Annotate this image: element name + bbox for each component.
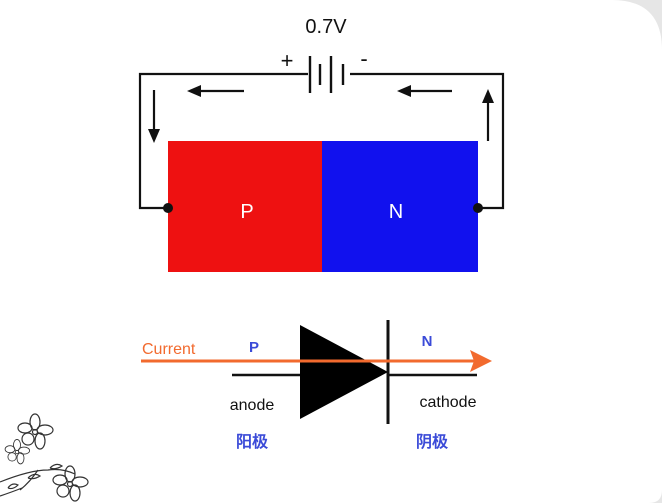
battery-plus-sign: + <box>281 48 294 73</box>
battery-minus-sign: - <box>360 46 367 71</box>
flower-sketch-icon <box>0 413 89 502</box>
battery-symbol <box>308 56 345 93</box>
p-region-label: P <box>240 201 253 223</box>
anode-chinese-label: 阳极 <box>236 432 269 451</box>
diode-n-label: N <box>422 333 433 350</box>
diode-triangle <box>300 325 388 419</box>
battery-voltage-label: 0.7V <box>305 16 347 38</box>
arrow-up-right <box>482 89 494 141</box>
n-region <box>322 141 478 272</box>
cathode-label: cathode <box>420 394 477 411</box>
n-region-label: N <box>389 201 403 223</box>
left-wire <box>138 72 308 210</box>
right-wire <box>350 72 505 210</box>
diode-p-label: P <box>249 339 259 356</box>
left-contact-dot <box>163 203 173 213</box>
p-region <box>168 141 322 272</box>
diode-symbol <box>232 320 477 424</box>
right-contact-dot <box>473 203 483 213</box>
current-label: Current <box>142 341 196 358</box>
current-arrow <box>141 350 492 372</box>
battery-circuit <box>138 72 505 210</box>
anode-label: anode <box>230 397 275 414</box>
wire-arrows <box>148 85 494 143</box>
arrow-left-top-1 <box>187 85 244 97</box>
arrow-down-left <box>148 90 160 143</box>
cathode-chinese-label: 阴极 <box>416 432 449 451</box>
arrow-left-top-2 <box>397 85 452 97</box>
